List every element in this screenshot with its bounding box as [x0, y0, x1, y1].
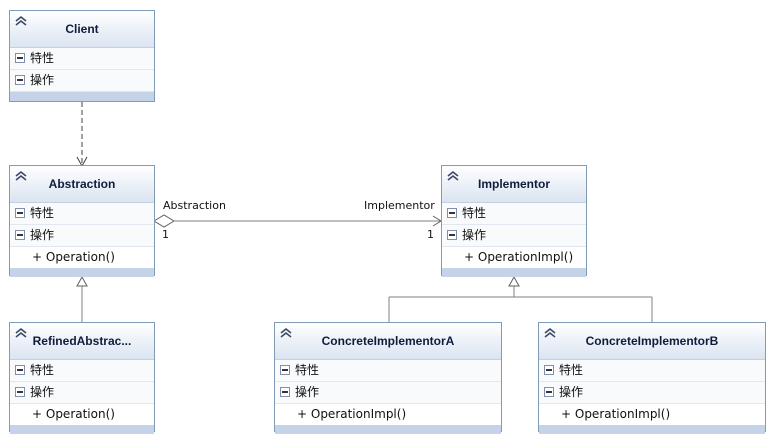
- operations-section[interactable]: 操作: [275, 382, 501, 404]
- operations-section[interactable]: 操作: [442, 225, 586, 247]
- association-target-multiplicity: 1: [427, 228, 434, 241]
- class-concrete-implementor-a[interactable]: ConcreteImplementorA 特性 操作 + OperationIm…: [274, 322, 502, 434]
- collapse-box-icon[interactable]: [15, 365, 25, 375]
- section-label: 操作: [30, 385, 55, 399]
- collapse-box-icon[interactable]: [280, 365, 290, 375]
- collapse-box-icon[interactable]: [15, 208, 25, 218]
- collapse-chevron-icon[interactable]: [446, 169, 460, 183]
- section-label: 特性: [462, 206, 487, 220]
- section-label: 特性: [295, 363, 320, 377]
- class-name: Implementor: [477, 177, 550, 191]
- class-concrete-implementor-b[interactable]: ConcreteImplementorB 特性 操作 + OperationIm…: [538, 322, 766, 434]
- section-label: 特性: [30, 206, 55, 220]
- class-header[interactable]: Implementor: [442, 166, 586, 203]
- section-label: 操作: [462, 228, 487, 242]
- section-label: 特性: [30, 51, 55, 65]
- generalization-triangle-abstraction: [76, 275, 88, 287]
- class-header[interactable]: ConcreteImplementorB: [539, 323, 765, 360]
- class-header[interactable]: Client: [10, 11, 154, 48]
- class-header[interactable]: Abstraction: [10, 166, 154, 203]
- class-footer: [275, 425, 501, 434]
- collapse-box-icon[interactable]: [280, 387, 290, 397]
- class-client[interactable]: Client 特性 操作: [9, 10, 155, 102]
- class-footer: [10, 425, 154, 434]
- operation-member[interactable]: + OperationImpl(): [275, 404, 501, 425]
- class-header[interactable]: ConcreteImplementorA: [275, 323, 501, 360]
- class-refined-abstraction[interactable]: RefinedAbstrac... 特性 操作 + Operation(): [9, 322, 155, 434]
- section-label: 操作: [30, 228, 55, 242]
- class-implementor[interactable]: Implementor 特性 操作 + OperationImpl(): [441, 165, 587, 277]
- collapse-box-icon[interactable]: [447, 208, 457, 218]
- collapse-chevron-icon[interactable]: [14, 169, 28, 183]
- section-label: 操作: [559, 385, 584, 399]
- aggregation-diamond: [153, 214, 175, 228]
- collapse-chevron-icon[interactable]: [14, 14, 28, 28]
- class-header[interactable]: RefinedAbstrac...: [10, 323, 154, 360]
- section-label: 特性: [30, 363, 55, 377]
- operations-section[interactable]: 操作: [10, 70, 154, 92]
- operation-member[interactable]: + Operation(): [10, 404, 154, 425]
- class-footer: [10, 92, 154, 101]
- operation-member[interactable]: + Operation(): [10, 247, 154, 268]
- class-footer: [539, 425, 765, 434]
- operations-section[interactable]: 操作: [539, 382, 765, 404]
- collapse-box-icon[interactable]: [15, 53, 25, 63]
- operation-member[interactable]: + OperationImpl(): [442, 247, 586, 268]
- collapse-box-icon[interactable]: [544, 387, 554, 397]
- association-source-role: Abstraction: [163, 199, 226, 212]
- collapse-box-icon[interactable]: [15, 230, 25, 240]
- collapse-box-icon[interactable]: [15, 387, 25, 397]
- generalization-triangle-implementor: [508, 275, 520, 287]
- class-abstraction[interactable]: Abstraction 特性 操作 + Operation(): [9, 165, 155, 277]
- collapse-chevron-icon[interactable]: [14, 326, 28, 340]
- class-name: ConcreteImplementorB: [585, 334, 719, 348]
- section-label: 特性: [559, 363, 584, 377]
- attributes-section[interactable]: 特性: [539, 360, 765, 382]
- attributes-section[interactable]: 特性: [442, 203, 586, 225]
- class-name: Abstraction: [48, 177, 116, 191]
- collapse-box-icon[interactable]: [15, 75, 25, 85]
- attributes-section[interactable]: 特性: [275, 360, 501, 382]
- class-name: ConcreteImplementorA: [321, 334, 455, 348]
- operations-section[interactable]: 操作: [10, 225, 154, 247]
- collapse-box-icon[interactable]: [544, 365, 554, 375]
- class-name: Client: [65, 22, 99, 36]
- class-footer: [10, 268, 154, 277]
- attributes-section[interactable]: 特性: [10, 48, 154, 70]
- class-name: RefinedAbstrac...: [32, 334, 132, 348]
- class-footer: [442, 268, 586, 277]
- attributes-section[interactable]: 特性: [10, 203, 154, 225]
- operation-member[interactable]: + OperationImpl(): [539, 404, 765, 425]
- section-label: 操作: [30, 73, 55, 87]
- operations-section[interactable]: 操作: [10, 382, 154, 404]
- attributes-section[interactable]: 特性: [10, 360, 154, 382]
- collapse-chevron-icon[interactable]: [279, 326, 293, 340]
- association-source-multiplicity: 1: [162, 228, 169, 241]
- collapse-box-icon[interactable]: [447, 230, 457, 240]
- collapse-chevron-icon[interactable]: [543, 326, 557, 340]
- association-target-role: Implementor: [364, 199, 435, 212]
- section-label: 操作: [295, 385, 320, 399]
